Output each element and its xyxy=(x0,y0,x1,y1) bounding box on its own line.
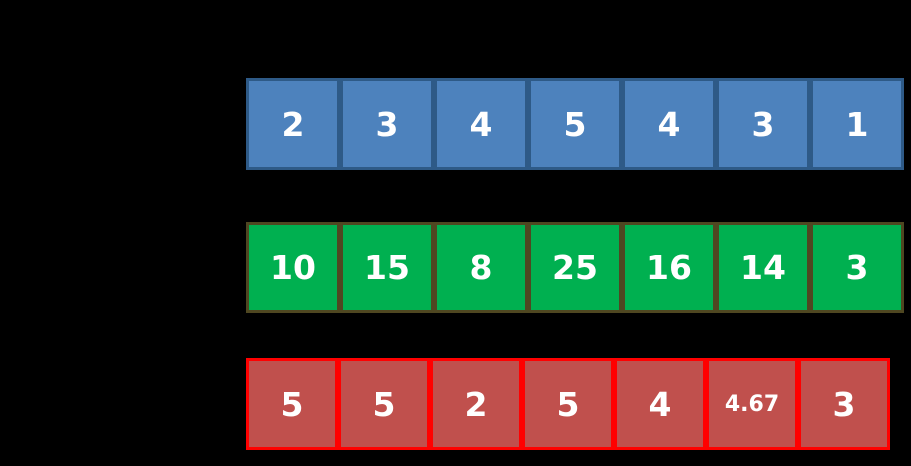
blue-array-cell-5[interactable]: 3 xyxy=(716,78,810,170)
red-array-cell-2[interactable]: 2 xyxy=(430,358,522,450)
green-array-cell-4[interactable]: 16 xyxy=(622,222,716,313)
blue-array-cell-4[interactable]: 4 xyxy=(622,78,716,170)
green-array-cell-2[interactable]: 8 xyxy=(434,222,528,313)
green-array-cell-0[interactable]: 10 xyxy=(246,222,340,313)
blue-array-cell-0[interactable]: 2 xyxy=(246,78,340,170)
red-array-cell-5[interactable]: 4.67 xyxy=(706,358,798,450)
red-array-cell-0[interactable]: 5 xyxy=(246,358,338,450)
blue-array-cell-6[interactable]: 1 xyxy=(810,78,904,170)
blue-array-cell-2[interactable]: 4 xyxy=(434,78,528,170)
green-array-cell-3[interactable]: 25 xyxy=(528,222,622,313)
red-array-row: 5 5 2 5 4 4.67 3 xyxy=(246,358,890,450)
blue-array-cell-1[interactable]: 3 xyxy=(340,78,434,170)
blue-array-cell-3[interactable]: 5 xyxy=(528,78,622,170)
red-array-cell-3[interactable]: 5 xyxy=(522,358,614,450)
green-array-cell-5[interactable]: 14 xyxy=(716,222,810,313)
blue-array-row: 2 3 4 5 4 3 1 xyxy=(246,78,904,170)
green-array-cell-6[interactable]: 3 xyxy=(810,222,904,313)
red-array-cell-6[interactable]: 3 xyxy=(798,358,890,450)
red-array-cell-4[interactable]: 4 xyxy=(614,358,706,450)
green-array-row: 10 15 8 25 16 14 3 xyxy=(246,222,904,313)
red-array-cell-1[interactable]: 5 xyxy=(338,358,430,450)
green-array-cell-1[interactable]: 15 xyxy=(340,222,434,313)
